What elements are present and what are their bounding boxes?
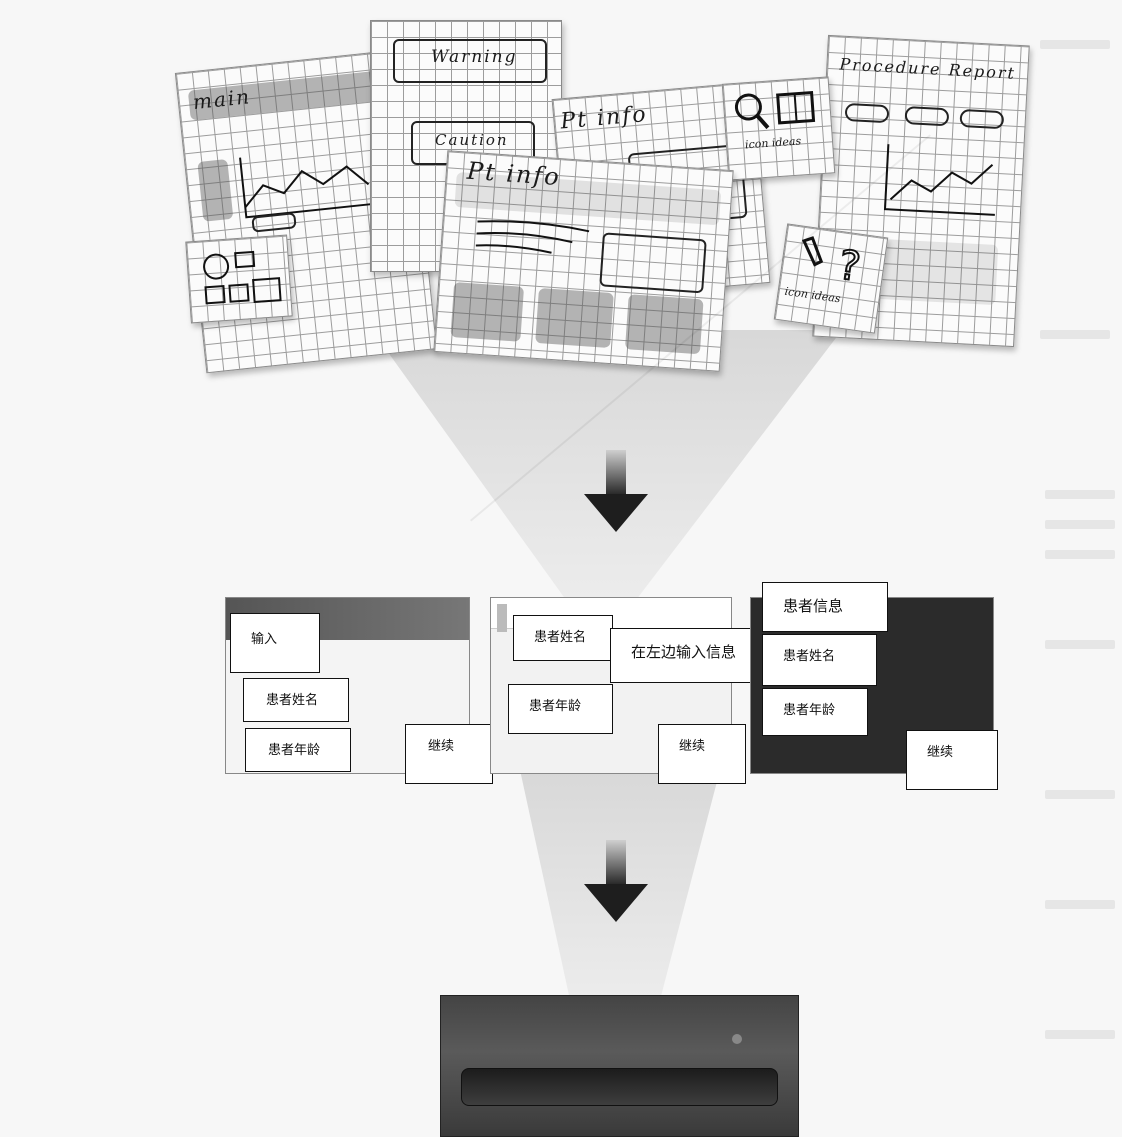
panel-1-title: 输入 (230, 613, 320, 673)
sketch-warning-label: Warning (431, 47, 517, 67)
sketch-flow-card (185, 235, 292, 324)
sketch-report-chart (879, 139, 1003, 225)
device-input-bar (461, 1068, 778, 1106)
panel-2-continue: 继续 (658, 724, 746, 784)
final-device-screen (440, 995, 799, 1137)
info-icon (497, 604, 507, 632)
sketch-icon-ideas-2: ? icon ideas (774, 223, 889, 333)
panel-1-field-name: 患者姓名 (243, 678, 349, 722)
panel-3-title: 患者信息 (762, 582, 888, 632)
panel-1-field-age: 患者年龄 (245, 728, 351, 772)
panel-3-continue: 继续 (906, 730, 998, 790)
sketch-icon-ideas-1: icon ideas (722, 76, 836, 180)
sketch-line-chart (234, 134, 382, 228)
sketch-icon-ideas-1-label: icon ideas (745, 134, 802, 151)
sketch-procedure-report-label: Procedure Report (839, 55, 1016, 83)
device-indicator (732, 1034, 742, 1044)
sketch-caution-label: Caution (435, 131, 509, 149)
magnifier-book-icon (729, 84, 822, 135)
panel-1-continue: 继续 (405, 724, 493, 784)
down-arrow-1 (581, 450, 651, 532)
down-arrow-2 (581, 840, 651, 922)
panel-3-field-name: 患者姓名 (762, 634, 877, 686)
panel-2-field-age: 患者年龄 (508, 684, 613, 734)
svg-text:?: ? (836, 242, 863, 291)
sketch-icon-ideas-2-label: icon ideas (784, 285, 841, 306)
panel-2-field-name: 患者姓名 (513, 615, 613, 661)
flow-diagram-icon (195, 244, 289, 315)
sketch-text-lines (471, 213, 593, 261)
sketch-pt-info-back-label: Pt info (560, 102, 649, 135)
panel-3-field-age: 患者年龄 (762, 688, 868, 736)
